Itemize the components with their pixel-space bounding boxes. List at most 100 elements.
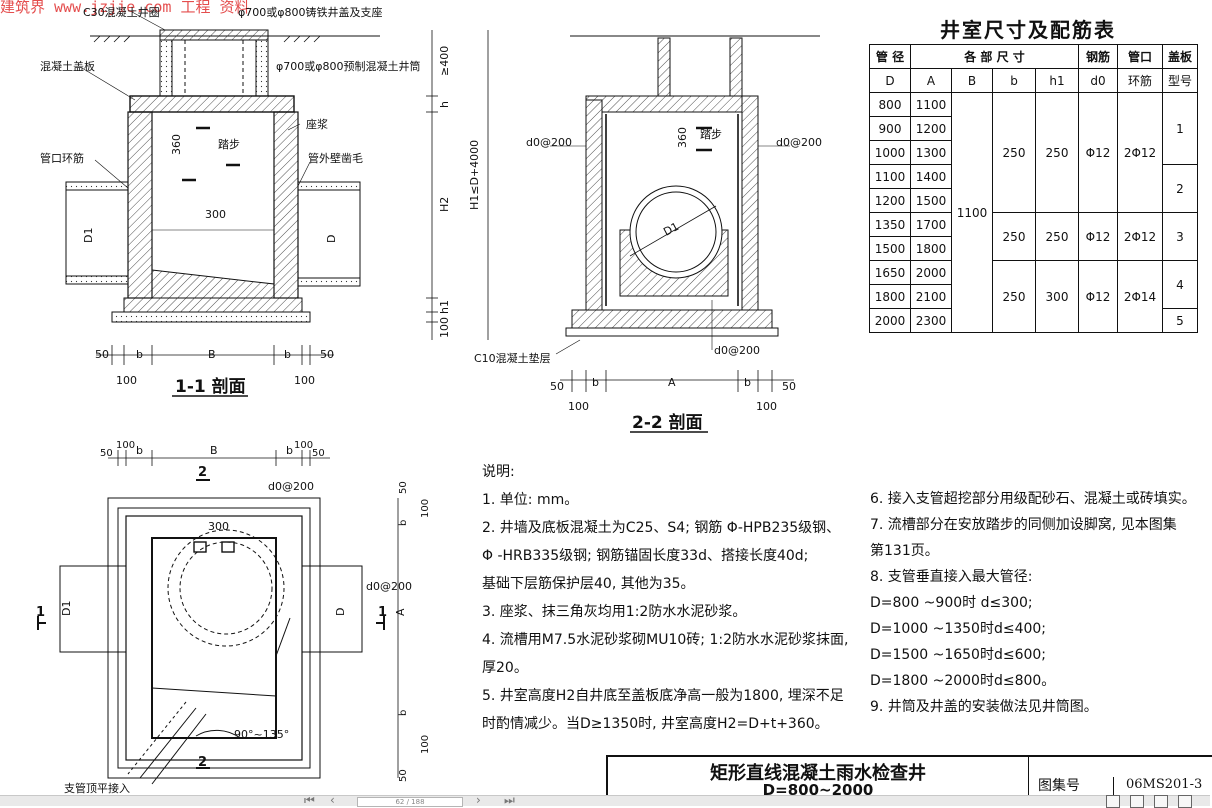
label-cover-ring: C30混凝土井圈 — [83, 5, 160, 19]
notes-left: 说明: 1. 单位: mm。 2. 井墙及底板混凝土为C25、S4; 钢筋 Φ-… — [482, 458, 848, 738]
label-mortar: 座浆 — [306, 117, 328, 131]
dim-bottom-b-right: b — [284, 348, 291, 361]
th-d0: d0 — [1078, 68, 1118, 93]
label-rough-surface: 管外壁凿毛 — [308, 151, 363, 165]
plan-rdim-50-top: 50 — [398, 481, 409, 494]
notes-right: 6. 接入支管超挖部分用级配砂石、混凝土或砖填实。 7. 流槽部分在安放踏步的同… — [870, 486, 1196, 720]
plan-angle: 90°~135° — [234, 728, 289, 741]
plan-rdim-100-bottom: 100 — [420, 735, 431, 754]
cell-d0-group2: Φ12 — [1078, 212, 1118, 261]
label-do200-bottom: d0@200 — [714, 344, 760, 357]
plan-branch-label: 支管顶平接入 — [64, 781, 130, 795]
plan-dim-D: D — [334, 608, 347, 616]
cell-ring-group1: 2Φ12 — [1117, 92, 1163, 213]
cell-ring-group2: 2Φ12 — [1117, 212, 1163, 261]
first-page-icon[interactable]: ⏮ — [304, 793, 315, 807]
dim-360-22: 360 — [676, 127, 689, 148]
cell-h1-group1: 250 — [1035, 92, 1079, 213]
save-icon[interactable] — [1154, 795, 1168, 808]
cell-A: 1800 — [910, 236, 952, 261]
cell-D: 900 — [869, 116, 911, 141]
table-row: 1350 1700 250 250 Φ12 2Φ12 3 — [869, 212, 1198, 261]
table-row: 2000 2300 5 — [869, 308, 1198, 333]
dim-ge400: ≥400 — [438, 46, 451, 76]
th-dimensions: 各 部 尺 寸 — [910, 44, 1079, 69]
label-step: 踏步 — [218, 137, 240, 151]
plan-dim-D1: D1 — [60, 601, 73, 616]
plan-dim-100-left: 100 — [116, 440, 135, 451]
plan-dim-50-left: 50 — [100, 448, 113, 459]
note-line: 2. 井墙及底板混凝土为C25、S4; 钢筋 Φ-HPB235级钢、 — [482, 520, 841, 536]
print-icon[interactable] — [1106, 795, 1120, 808]
prev-page-icon[interactable]: ‹ — [330, 793, 335, 807]
cell-D: 1500 — [869, 236, 911, 261]
page-number-input[interactable]: 62 / 188 — [357, 797, 463, 807]
dim22-100-left: 100 — [568, 400, 589, 413]
cell-A: 2300 — [910, 308, 952, 333]
note-line: 厚20。 — [482, 660, 528, 676]
cell-D: 800 — [869, 92, 911, 117]
plan-section-2-bottom: 2 — [198, 755, 207, 770]
cell-A: 1100 — [910, 92, 952, 117]
settings-icon[interactable] — [1178, 795, 1192, 808]
label-pipe-ring: 管口环筋 — [40, 151, 84, 165]
label-c10-base: C10混凝土垫层 — [474, 351, 551, 365]
dim-bottom-100-right: 100 — [294, 374, 315, 387]
copy-icon[interactable] — [1130, 795, 1144, 808]
note-line: 6. 接入支管超挖部分用级配砂石、混凝土或砖填实。 — [870, 491, 1196, 507]
label-precast-shaft: φ700或φ800预制混凝土井筒 — [276, 59, 421, 73]
note-line: 时酌情减少。当D≥1350时, 井室高度H2=D+t+360。 — [482, 716, 829, 732]
note-line: 第131页。 — [870, 543, 939, 559]
cell-h1-group2: 250 — [1035, 212, 1079, 261]
th-h1: h1 — [1035, 68, 1079, 93]
note-line: D=1500 ~1650时d≤600; — [870, 647, 1047, 663]
plan-dim-50-right: 50 — [312, 448, 325, 459]
note-line: D=1800 ~2000时d≤800。 — [870, 673, 1056, 689]
dim-h: h — [438, 101, 451, 108]
note-line: 8. 支管垂直接入最大管径: — [870, 569, 1033, 585]
cell-d0-group3: Φ12 — [1078, 260, 1118, 333]
dim22-b-left: b — [592, 376, 599, 389]
note-line: 5. 井室高度H2自井底至盖板底净高一般为1800, 埋深不足 — [482, 688, 844, 704]
next-page-icon[interactable]: › — [476, 793, 481, 807]
table-row: 1500 1800 — [869, 236, 1198, 261]
table-row: 1800 2100 — [869, 284, 1198, 309]
th-rebar: 钢筋 — [1078, 44, 1118, 69]
table-row: 1650 2000 250 300 Φ12 2Φ14 4 — [869, 260, 1198, 333]
dim-H1: H1≤D+4000 — [468, 140, 481, 210]
plan-dim-b-left: b — [136, 444, 143, 457]
plan-rdim-b-bottom: b — [398, 710, 409, 716]
th-b: b — [992, 68, 1036, 93]
caption-section-1-1: 1-1 剖面 — [175, 376, 246, 397]
spec-table: 管 径 各 部 尺 寸 钢筋 管口 盖板 D A B b h1 d0 环筋 型号… — [869, 44, 1198, 333]
table-row: 1200 1500 — [869, 188, 1198, 213]
plan-dim-b-right: b — [286, 444, 293, 457]
dim22-100-right: 100 — [756, 400, 777, 413]
cell-A: 1400 — [910, 164, 952, 189]
th-D: D — [869, 68, 911, 93]
section-1-1-drawing: C30混凝土井圈 φ700或φ800铸铁井盖及支座 混凝土盖板 φ700或φ80… — [40, 5, 489, 397]
viewer-toolbar: ⏮ ‹ 62 / 188 › ⏭ — [0, 793, 1210, 808]
plan-dim-300: 300 — [208, 520, 229, 533]
table-row: 1100 1400 2 — [869, 164, 1198, 213]
cell-type-5: 5 — [1162, 308, 1198, 333]
dim-bottom-50-right: 50 — [320, 348, 334, 361]
plan-dim-B: B — [210, 444, 218, 457]
last-page-icon[interactable]: ⏭ — [504, 793, 515, 807]
dim22-50-right: 50 — [782, 380, 796, 393]
watermark-text: 建筑界 www.jzjie.com 工程 资料 — [0, 0, 250, 16]
dim22-A: A — [668, 376, 676, 389]
drawing-title: 矩形直线混凝土雨水检查井 D=800~2000 — [608, 757, 1029, 798]
caption-section-2-2: 2-2 剖面 — [632, 412, 703, 433]
note-line: 3. 座浆、抹三角灰均用1:2防水水泥砂浆。 — [482, 604, 747, 620]
dim-bottom-b-left: b — [136, 348, 143, 361]
plan-label-do200-top: d0@200 — [268, 480, 314, 493]
cell-d0-group1: Φ12 — [1078, 92, 1118, 213]
cell-D: 1350 — [869, 212, 911, 237]
dim-300: 300 — [205, 208, 226, 221]
table-header-row-1: 管 径 各 部 尺 寸 钢筋 管口 盖板 — [869, 44, 1198, 69]
drawing-title-main: 矩形直线混凝土雨水检查井 — [710, 763, 926, 784]
note-line: 基础下层筋保护层40, 其他为35。 — [482, 576, 695, 592]
th-A: A — [910, 68, 952, 93]
